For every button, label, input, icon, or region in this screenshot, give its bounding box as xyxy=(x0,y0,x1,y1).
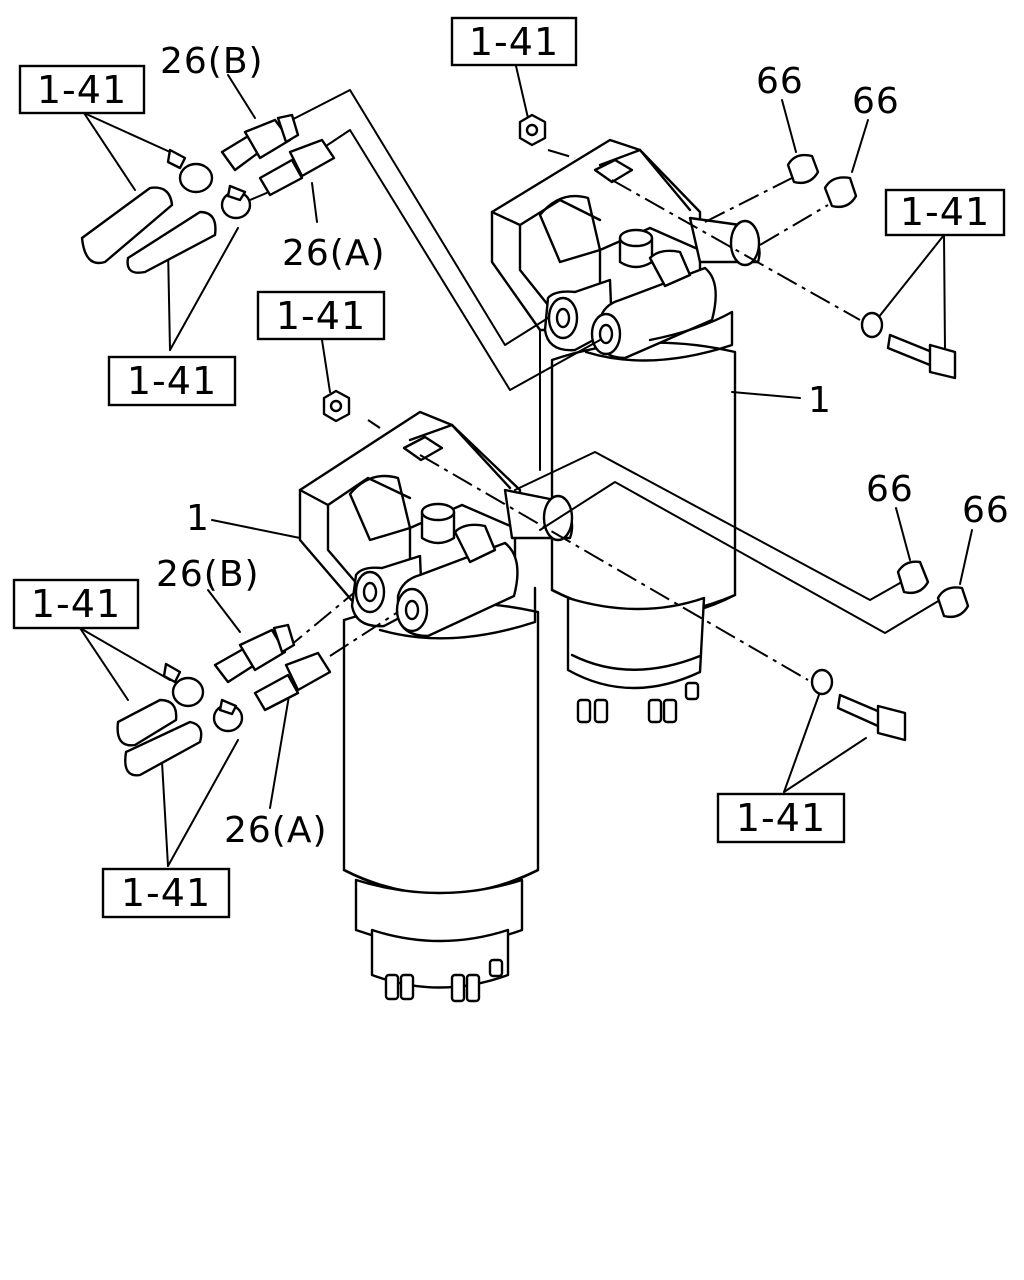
clamp-upper-left xyxy=(166,148,252,220)
part-26a-upper-label: 26(A) xyxy=(282,233,386,274)
clamp-lower-left xyxy=(162,662,244,733)
hose-upper-left xyxy=(80,186,217,274)
nut-lower xyxy=(322,389,351,423)
part-1-lower-label: 1 xyxy=(186,498,210,539)
upper-filter-canister xyxy=(550,341,737,724)
plug-66-upper-a xyxy=(786,153,820,185)
ref-label: 1-41 xyxy=(37,68,127,112)
bolt-lower-right xyxy=(836,693,907,742)
ref-box-center-upper: 1-41 xyxy=(256,290,386,341)
ref-label: 1-41 xyxy=(31,582,121,626)
part-66-upper-a-label: 66 xyxy=(756,61,804,102)
ref-label: 1-41 xyxy=(900,190,990,234)
ref-box-left-upper: 1-41 xyxy=(107,355,237,407)
connection-lines xyxy=(249,89,941,681)
fitting-26a-upper xyxy=(258,138,336,197)
leader-lines xyxy=(79,65,973,867)
ref-box-top-left: 1-41 xyxy=(18,64,146,115)
ref-box-right-upper: 1-41 xyxy=(884,188,1006,237)
washer-lower-right xyxy=(810,668,834,696)
lower-filter-canister xyxy=(342,601,540,1003)
ref-label: 1-41 xyxy=(276,294,366,338)
part-26a-lower-label: 26(A) xyxy=(224,810,328,851)
hose-lower-left xyxy=(116,698,203,777)
lower-filter-assembly xyxy=(298,410,574,1003)
fitting-26b-lower xyxy=(213,623,296,684)
ref-box-top-center: 1-41 xyxy=(450,16,578,67)
bolt-upper-right xyxy=(886,333,957,380)
plug-66-upper-b xyxy=(823,176,858,209)
nut-upper xyxy=(518,113,547,147)
ref-label: 1-41 xyxy=(469,20,559,64)
part-66-upper-b-label: 66 xyxy=(852,81,900,122)
plug-66-lower-a xyxy=(896,560,930,595)
ref-box-bottom-right: 1-41 xyxy=(716,792,846,844)
ref-box-bottom-left: 1-41 xyxy=(101,867,231,919)
ref-label: 1-41 xyxy=(127,359,217,403)
upper-filter-assembly xyxy=(490,138,761,724)
lower-filter-head xyxy=(298,410,574,640)
part-1-upper-label: 1 xyxy=(808,380,832,421)
fitting-26a-lower xyxy=(253,651,332,712)
ref-label: 1-41 xyxy=(121,871,211,915)
part-66-lower-b-label: 66 xyxy=(962,490,1010,531)
callouts: 1-41 1-41 1-41 1-41 1-41 1-41 1-41 1-41 xyxy=(12,16,1010,919)
plug-66-lower-b xyxy=(936,586,970,619)
fitting-26b-upper xyxy=(220,113,300,172)
washer-upper-right xyxy=(860,311,884,339)
part-26b-upper-label: 26(B) xyxy=(160,41,264,82)
part-26b-lower-label: 26(B) xyxy=(156,554,260,595)
small-parts xyxy=(80,113,970,777)
part-66-lower-a-label: 66 xyxy=(866,469,914,510)
ref-label: 1-41 xyxy=(736,796,826,840)
upper-filter-head xyxy=(490,138,761,362)
ref-box-left-lower: 1-41 xyxy=(12,578,140,630)
